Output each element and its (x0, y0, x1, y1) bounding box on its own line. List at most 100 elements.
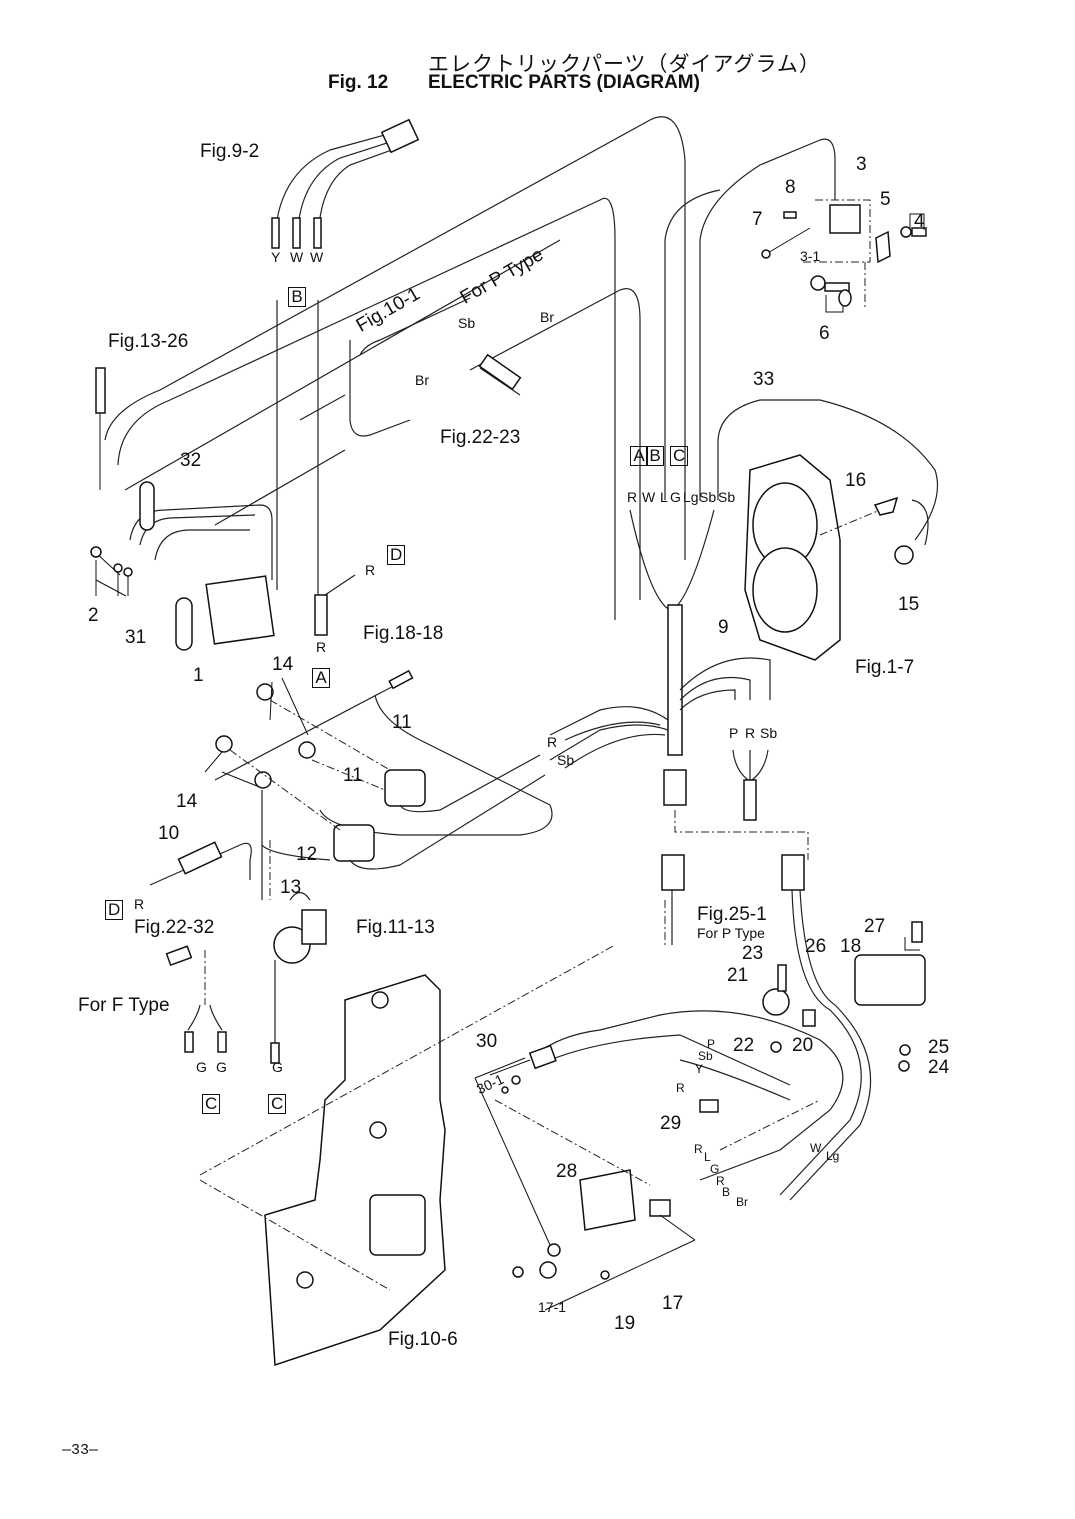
ref-fig-22-23: Fig.22-23 (440, 427, 521, 448)
ignition-coil-upper (384, 769, 426, 807)
wire-g-ftype-1: G (196, 1059, 207, 1075)
wire-br-fig10-left: Br (415, 372, 429, 388)
part-1: 1 (193, 665, 204, 686)
part-11-upper: 11 (392, 712, 412, 733)
part-16: 16 (845, 470, 867, 491)
wire-lg-panel: Lg (826, 1149, 840, 1163)
part-9: 9 (718, 617, 729, 638)
wire-r-sensor: R (134, 896, 145, 912)
part-4: 4 (914, 211, 925, 232)
connector-box-c-fig11: C (268, 1094, 287, 1114)
part-2: 2 (88, 605, 99, 626)
wire-sb-panel: Sb (698, 1049, 713, 1063)
title-japanese: エレクトリックパーツ（ダイアグラム） (428, 52, 821, 76)
wire-g-harness: G (670, 489, 681, 505)
wire-p-right: P (729, 725, 739, 741)
wire-r-regulator-d: R (365, 562, 376, 578)
wire-w-panel: W (810, 1141, 822, 1155)
wire-sb-fig10: Sb (458, 315, 476, 331)
connector-box-c-harness: C (670, 446, 689, 466)
wire-l-harness: L (660, 489, 668, 505)
part-6: 6 (819, 323, 830, 344)
connector-box-d-sensor: D (105, 900, 124, 920)
part-10: 10 (158, 823, 180, 844)
part-19: 19 (614, 1313, 636, 1334)
ref-fig-11-13: Fig.11-13 (356, 917, 435, 938)
wire-y-panel: Y (695, 1062, 704, 1076)
part-17-1: 17-1 (538, 1299, 567, 1315)
wire-r-right: R (745, 725, 756, 741)
connector-box-a-regulator: A (312, 668, 330, 688)
wire-g-fig11: G (272, 1059, 283, 1075)
part-12: 12 (296, 844, 318, 865)
page-number: —33— (62, 1442, 99, 1459)
part-21: 21 (727, 965, 749, 986)
connector-box-a-harness: A (630, 446, 648, 466)
part-25: 25 (928, 1037, 950, 1058)
ignition-coil-lower (333, 824, 375, 862)
part-32: 32 (180, 450, 202, 471)
ref-fig-1-7: Fig.1-7 (855, 657, 915, 678)
connector-box-d-regulator: D (387, 545, 406, 565)
part-29: 29 (660, 1113, 682, 1134)
wire-bundle-fig9-2 (271, 118, 420, 249)
part-24: 24 (928, 1057, 950, 1078)
note-for-p-type-bottom: For P Type (697, 925, 765, 941)
connector-box-b-harness: B (646, 446, 664, 466)
wire-br-fig10-right: Br (540, 309, 554, 325)
ref-fig-18-18: Fig.18-18 (363, 623, 444, 644)
wire-sb-right: Sb (760, 725, 778, 741)
part-14-upper: 14 (272, 654, 294, 675)
wire-sb-mid: Sb (557, 752, 575, 768)
part-23: 23 (742, 943, 764, 964)
part-30: 30 (476, 1031, 498, 1052)
wire-sb-harness-2: Sb (718, 489, 736, 505)
wire-sb-harness-1: Sb (699, 489, 717, 505)
connector-box-b-top: B (288, 287, 306, 307)
wire-g-panel-lower: G (710, 1162, 720, 1176)
wire-l-panel-lower: L (704, 1150, 711, 1164)
ref-fig-13-26: Fig.13-26 (108, 331, 189, 352)
wire-b-panel-lower: B (722, 1185, 731, 1199)
part-7: 7 (752, 209, 763, 230)
wire-lg-harness: Lg (683, 489, 699, 505)
part-3-1: 3-1 (800, 248, 821, 264)
wire-br-panel-lower: Br (736, 1195, 748, 1209)
part-14-lower: 14 (176, 791, 198, 812)
wire-w-top-1: W (290, 249, 304, 265)
figure-number: Fig. 12 (328, 72, 389, 93)
connector-box-c-ftype: C (202, 1094, 221, 1114)
wire-r-panel-lower: R (694, 1142, 703, 1156)
part-31: 31 (125, 627, 147, 648)
wire-r-panel-lower-2: R (716, 1174, 725, 1188)
wire-r-mid: R (547, 734, 558, 750)
part-13: 13 (280, 877, 302, 898)
part-3: 3 (856, 154, 867, 175)
part-26: 26 (805, 936, 827, 957)
ref-fig-10-6: Fig.10-6 (388, 1329, 458, 1350)
wire-w-top-2: W (310, 249, 324, 265)
part-28: 28 (556, 1161, 578, 1182)
part-15: 15 (898, 594, 920, 615)
ref-fig-9-2: Fig.9-2 (200, 141, 260, 162)
part-33: 33 (753, 369, 775, 390)
part-17: 17 (662, 1293, 684, 1314)
remote-box-18 (854, 954, 926, 1006)
part-18: 18 (840, 936, 862, 957)
title-english: ELECTRIC PARTS (DIAGRAM) (428, 72, 700, 93)
ref-fig-25-1: Fig.25-1 (697, 904, 767, 925)
part-20: 20 (792, 1035, 814, 1056)
wire-w-harness: W (642, 489, 656, 505)
part-27: 27 (864, 916, 886, 937)
ref-fig-22-32: Fig.22-32 (134, 917, 215, 938)
wire-r-regulator-a: R (316, 639, 327, 655)
part-11-lower: 11 (343, 765, 363, 786)
note-for-f-type: For F Type (78, 995, 170, 1016)
part-8: 8 (785, 177, 796, 198)
wire-y-top: Y (271, 249, 281, 265)
wire-p-panel: P (707, 1037, 716, 1051)
wire-g-ftype-2: G (216, 1059, 227, 1075)
part-22: 22 (733, 1035, 755, 1056)
part-5: 5 (880, 189, 891, 210)
